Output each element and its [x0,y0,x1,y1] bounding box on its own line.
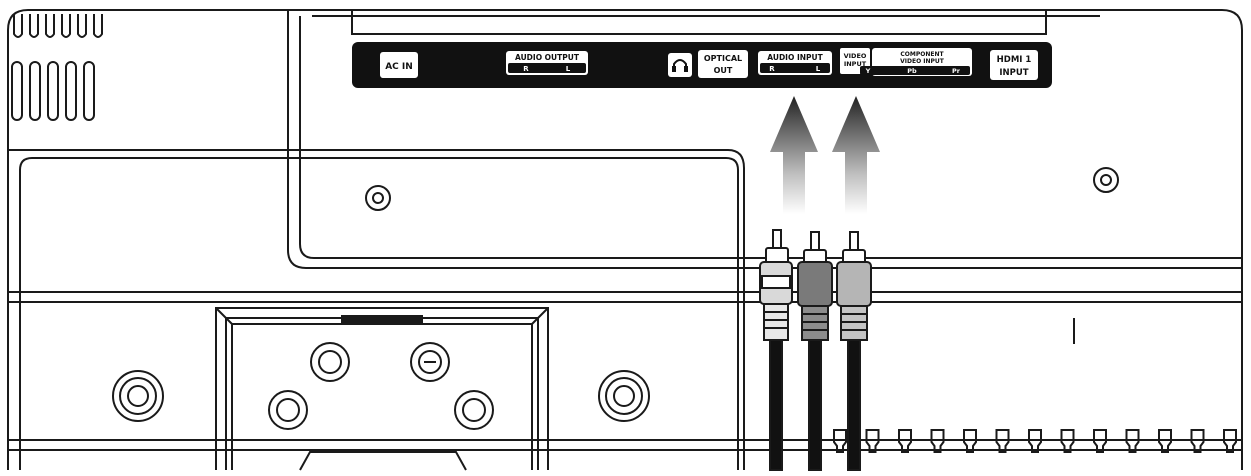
svg-text:AUDIO OUTPUT: AUDIO OUTPUT [515,53,580,62]
stand-recess [215,307,549,471]
svg-text:AUDIO INPUT: AUDIO INPUT [767,53,823,62]
hdmi-1-input-label: HDMI 1 INPUT [990,50,1038,80]
headphone-icon [668,53,692,77]
cable-clip [1060,429,1075,453]
svg-text:L: L [816,65,821,73]
rca-plug-white [759,229,793,471]
svg-text:VIDEO: VIDEO [844,52,867,60]
svg-text:HDMI 1: HDMI 1 [997,55,1032,65]
component-video-input-label: COMPONENT VIDEO INPUT Y Pb Pr [860,48,972,76]
svg-text:Pb: Pb [907,67,917,75]
rca-plug-yellow [836,231,872,471]
mount-screw-icon [112,370,650,422]
svg-text:OUT: OUT [714,66,733,75]
audio-input-label: AUDIO INPUT R L [758,51,832,75]
cable-clip [833,429,847,453]
svg-text:Y: Y [865,67,871,75]
cable-clip [865,429,880,453]
cable-clip [1158,429,1172,453]
cable-clip [963,429,977,453]
up-arrow-icon [832,96,880,214]
svg-text:R: R [523,65,529,73]
cable-clip [1093,429,1107,453]
cable-clip [1223,429,1237,453]
svg-text:OPTICAL: OPTICAL [704,54,742,63]
svg-text:R: R [769,65,775,73]
cable-clip [930,429,945,453]
ac-in-label: AC IN [380,52,418,78]
cable-clip [1190,429,1205,453]
up-arrow-icon [770,96,818,214]
connector-panel: AC IN AUDIO OUTPUT R L OPTICAL OUT AUDIO… [352,42,1052,88]
optical-out-label: OPTICAL OUT [698,50,748,78]
svg-text:INPUT: INPUT [999,68,1028,78]
svg-text:INPUT: INPUT [844,60,867,68]
cable-clip [995,429,1010,453]
cable-clip [898,429,912,453]
cable-clip [1028,429,1042,453]
screw-icon [365,167,1119,211]
cable-clips [833,429,1237,453]
svg-text:VIDEO INPUT: VIDEO INPUT [900,58,945,65]
audio-output-label: AUDIO OUTPUT R L [506,51,588,75]
rca-plug-red [797,231,833,471]
svg-text:COMPONENT: COMPONENT [900,51,944,58]
svg-text:AC IN: AC IN [385,62,413,72]
svg-text:L: L [566,65,571,73]
svg-text:Pr: Pr [952,67,961,75]
vent-slots [11,14,103,121]
cable-clip [1125,429,1140,453]
tv-housing [7,9,1243,470]
